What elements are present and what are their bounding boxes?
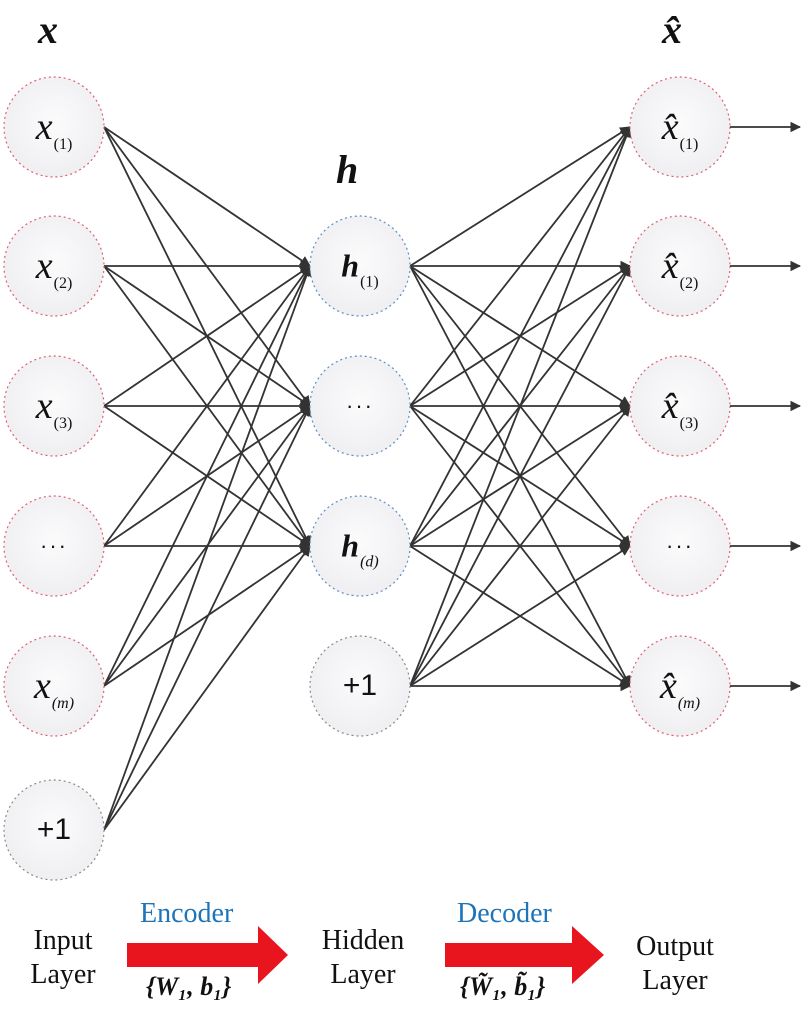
caption-line: Layer [30, 959, 96, 990]
input-node-5 [3, 635, 105, 737]
caption-line: Output [636, 931, 714, 962]
decoder-edge [409, 126, 631, 547]
encoder-params: {W₁, b₁} [146, 972, 232, 1001]
encoder-edge [103, 265, 311, 687]
connections [103, 125, 632, 831]
decoder-edge [409, 126, 631, 407]
encoder-arrow [127, 926, 288, 984]
output-node-1 [629, 76, 731, 178]
caption-line: Input [33, 925, 93, 956]
hidden-layer-title: h [336, 147, 359, 192]
output-arrows [730, 121, 802, 692]
decoder-arrow [445, 926, 604, 984]
decoder-params: {W̃₁, b̃₁} [460, 972, 546, 1001]
input-node-6 [3, 779, 105, 881]
output-layer-caption: Output Layer [620, 930, 730, 998]
output-node-5 [629, 635, 731, 737]
encoder-edge [103, 126, 311, 267]
hidden-node-4 [309, 635, 411, 737]
hidden-layer-caption: Hidden Layer [308, 924, 418, 992]
hidden-node-3 [309, 495, 411, 597]
decoder-edge [409, 126, 631, 267]
output-layer-title: x̂ [662, 7, 682, 52]
encoder-edge [103, 545, 311, 831]
hidden-node-2 [309, 355, 411, 457]
output-node-3 [629, 355, 731, 457]
input-node-2 [3, 215, 105, 317]
decoder-edge [409, 405, 631, 687]
stage-arrows [127, 926, 604, 984]
output-node-4 [629, 495, 731, 597]
nodes [3, 76, 731, 881]
caption-line: Hidden [321, 925, 405, 956]
input-layer-title: x [38, 7, 58, 52]
input-node-3 [3, 355, 105, 457]
input-layer-caption: Input Layer [18, 924, 108, 992]
encoder-edge [103, 265, 311, 407]
input-node-1 [3, 76, 105, 178]
encoder-edge [103, 265, 311, 547]
decoder-edge [409, 265, 631, 687]
caption-line: Layer [642, 965, 708, 996]
caption-line: Layer [330, 959, 396, 990]
decoder-label: Decoder [457, 898, 552, 929]
input-node-4 [3, 495, 105, 597]
encoder-label: Encoder [140, 898, 234, 929]
decoder-edge [409, 125, 632, 687]
decoder-edge [409, 545, 631, 687]
encoder-edge [103, 405, 311, 831]
hidden-node-1 [309, 215, 411, 317]
encoder-edge [103, 264, 312, 831]
output-node-2 [629, 215, 731, 317]
